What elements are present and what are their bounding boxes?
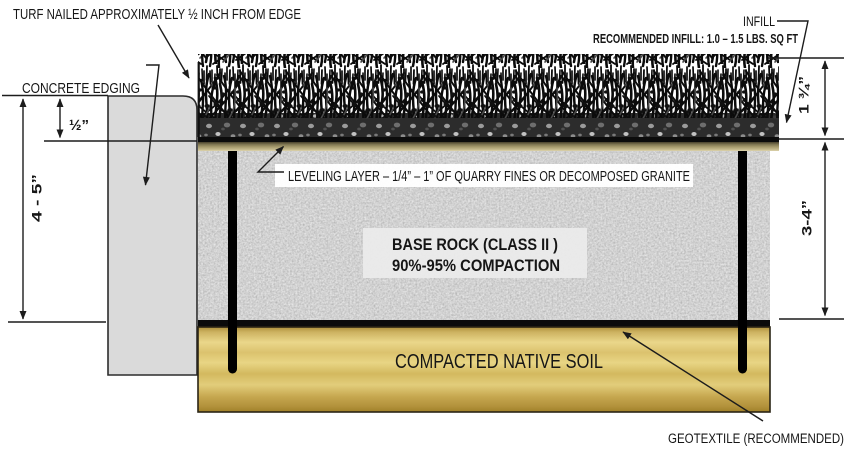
dim-base-depth-label: 3-4” bbox=[800, 200, 815, 236]
infill-label: INFILL bbox=[743, 13, 775, 29]
concrete-edging-block bbox=[107, 95, 198, 376]
turf-backing-layer bbox=[198, 135, 779, 142]
base-rock-label-box bbox=[363, 228, 587, 278]
turf-grass-texture-2 bbox=[198, 54, 779, 118]
concrete-edging-label: CONCRETE EDGING bbox=[22, 81, 140, 97]
edging-nail-arrow bbox=[142, 64, 160, 186]
leveling-label-box bbox=[275, 164, 693, 187]
leveling-layer bbox=[198, 142, 779, 151]
leveling-arrow bbox=[256, 146, 284, 173]
base-rock-label-line2: 90%-95% COMPACTION bbox=[392, 257, 560, 275]
recommended-infill-note: RECOMMENDED INFILL: 1.0 – 1.5 LBS. SQ FT bbox=[593, 32, 798, 46]
right-nail bbox=[738, 151, 747, 374]
base-rock-label-line1: BASE ROCK (CLASS II ) bbox=[392, 236, 558, 254]
left-nail bbox=[228, 151, 237, 374]
turf-nailed-arrow bbox=[157, 24, 190, 79]
dim-edge-gap-label: ½” bbox=[69, 117, 89, 134]
infill-arrow bbox=[777, 20, 809, 124]
dim-turf-height-label: 1 ¾” bbox=[797, 76, 812, 114]
native-soil-label: COMPACTED NATIVE SOIL bbox=[395, 350, 603, 373]
leveling-layer-label: LEVELING LAYER – 1/4” – 1” OF QUARRY FIN… bbox=[288, 169, 690, 185]
geotextile-label: GEOTEXTILE (RECOMMENDED) bbox=[668, 431, 844, 446]
geotextile-arrow bbox=[622, 331, 764, 422]
native-soil-layer bbox=[197, 326, 771, 413]
geotextile-layer bbox=[198, 320, 770, 327]
dim-edging-depth-label: 4 - 5” bbox=[29, 174, 45, 222]
turf-nailed-note: TURF NAILED APPROXIMATELY ½ INCH FROM ED… bbox=[13, 6, 301, 23]
